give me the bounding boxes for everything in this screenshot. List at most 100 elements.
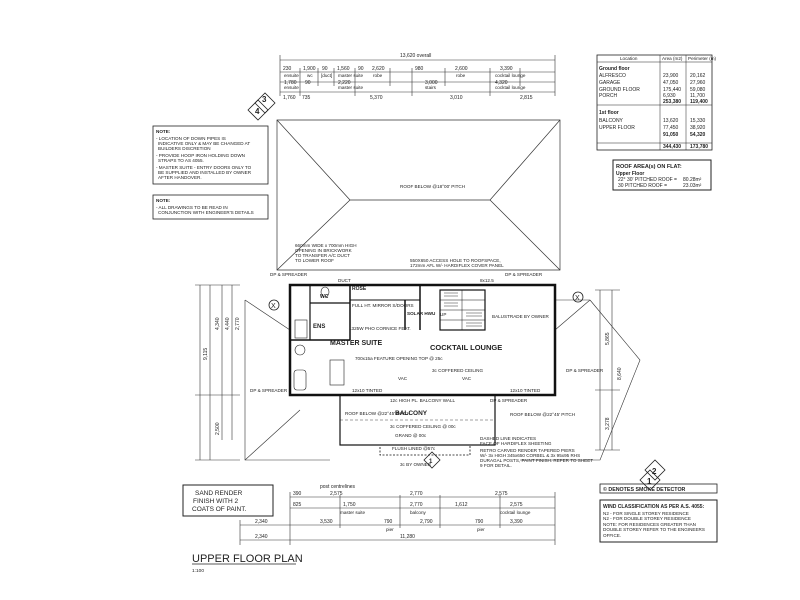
svg-text:175,440: 175,440: [663, 87, 681, 93]
svg-text:2,220: 2,220: [338, 80, 351, 86]
top-dim-row2-labels: ensuite master suite stairs cocktail lou…: [284, 85, 526, 90]
stair-treads: [444, 292, 482, 327]
svg-text:3,390: 3,390: [500, 66, 513, 72]
svg-text:2,600: 2,600: [455, 66, 468, 72]
notes-box-2: NOTE: - ALL DRAWINGS TO BE READ IN CONJU…: [152, 194, 269, 220]
svg-text:FINISH WITH 2: FINISH WITH 2: [193, 498, 239, 505]
svg-text:4,320: 4,320: [495, 80, 508, 86]
svg-text:23.03m²: 23.03m²: [683, 183, 702, 189]
svg-text:172mm AFL W/- HARDIFLEX COVER: 172mm AFL W/- HARDIFLEX COVER PANEL: [410, 263, 504, 268]
svg-text:3c BY OWNER: 3c BY OWNER: [400, 462, 432, 467]
svg-text:Perimeter (m): Perimeter (m): [688, 56, 717, 61]
svg-text:2,575: 2,575: [495, 491, 508, 497]
svg-text:1,612: 1,612: [455, 502, 468, 508]
svg-text:DP & SPREADER: DP & SPREADER: [250, 388, 288, 393]
svg-text:660mm WIDE x 700mm HIGH: 660mm WIDE x 700mm HIGH: [295, 243, 357, 248]
svg-text:- MASTER SUITE - ENTRY DOORS O: - MASTER SUITE - ENTRY DOORS ONLY TO: [156, 165, 252, 170]
notes-box-1: NOTE: - LOCATION OF DOWN PIPES IS INDICA…: [152, 125, 269, 185]
svg-text:UPPER FLOOR PLAN: UPPER FLOOR PLAN: [192, 553, 303, 565]
svg-text:23,900: 23,900: [663, 73, 679, 79]
svg-text:- LOCATION OF DOWN PIPES IS: - LOCATION OF DOWN PIPES IS: [156, 136, 226, 141]
svg-text:20,162: 20,162: [690, 73, 706, 79]
bottom-dim-row4: 2,340 11,280: [255, 534, 415, 540]
svg-text:1: 1: [647, 477, 652, 486]
svg-text:N2 - FOR SINGLE STOREY RESIDEN: N2 - FOR SINGLE STOREY RESIDENCE: [603, 511, 689, 516]
room-labels: ENS WC MASTER SUITE COCKTAIL LOUNGE BALC…: [313, 278, 550, 467]
svg-text:173,780: 173,780: [690, 144, 708, 150]
svg-text:91,050: 91,050: [663, 132, 679, 138]
svg-text:GARAGE: GARAGE: [599, 80, 621, 86]
svg-text:2,770: 2,770: [410, 502, 423, 508]
x-markers: X X: [268, 291, 584, 311]
svg-text:SOLAR HWU: SOLAR HWU: [407, 311, 436, 316]
svg-text:1: 1: [429, 459, 433, 465]
top-dim-row1-labels: ensuite wc [duct] master suite robe robe…: [284, 73, 526, 78]
svg-text:3,000: 3,000: [425, 80, 438, 86]
section-marker-bottom: 1 2 1: [423, 451, 666, 491]
svg-text:TO LOWER ROOF: TO LOWER ROOF: [295, 258, 334, 263]
svg-text:GROUND FLOOR: GROUND FLOOR: [599, 87, 640, 93]
svg-text:2,575: 2,575: [330, 491, 343, 497]
svg-text:11,280: 11,280: [400, 534, 415, 540]
svg-text:Area (m2): Area (m2): [662, 56, 683, 61]
svg-text:SAND RENDER: SAND RENDER: [195, 490, 243, 497]
svg-text:790: 790: [384, 519, 393, 525]
svg-text:4,440: 4,440: [225, 317, 231, 330]
svg-text:253,380: 253,380: [663, 99, 681, 105]
svg-text:3,278: 3,278: [605, 417, 611, 430]
svg-text:230: 230: [283, 66, 292, 72]
svg-text:90: 90: [305, 80, 311, 86]
svg-text:cocktail lounge: cocktail lounge: [495, 85, 526, 90]
svg-text:3,390: 3,390: [510, 519, 523, 525]
overall-top-dim: 13,620 overall: [400, 53, 431, 59]
svg-text:robe: robe: [373, 73, 383, 78]
svg-text:3c COFFERED CEILING: 3c COFFERED CEILING: [432, 368, 483, 373]
svg-text:Location: Location: [620, 56, 638, 61]
svg-text:FACE OF HARDIFLEX SHEETING: FACE OF HARDIFLEX SHEETING: [480, 441, 552, 446]
svg-text:2,500: 2,500: [215, 422, 221, 435]
bottom-dim-row2-labels: master suite balcony cocktail lounge: [340, 510, 531, 515]
svg-text:1,560: 1,560: [337, 66, 350, 72]
svg-text:1,760: 1,760: [283, 95, 296, 101]
roof-areas-box: ROOF AREA(s) ON FLAT: Upper Floor 22° 30…: [612, 159, 712, 191]
svg-text:W/- 3x HIGH 345x650 CORBEL & 3: W/- 3x HIGH 345x650 CORBEL & 3x 95x95 RH…: [480, 453, 580, 458]
callouts: 660mm WIDE x 700mm HIGH OPENING IN BRICK…: [250, 243, 604, 468]
svg-text:STRAPS TO AS 4055.: STRAPS TO AS 4055.: [158, 158, 204, 163]
svg-text:wc: wc: [307, 73, 313, 78]
svg-text:ROSE: ROSE: [352, 286, 367, 292]
balcony-walls: [339, 394, 496, 456]
svg-text:master suite: master suite: [338, 85, 363, 90]
svg-text:12c HIGH PL. BALCONY WALL: 12c HIGH PL. BALCONY WALL: [390, 398, 456, 403]
roof-outline-top: [276, 119, 561, 271]
svg-text:13,620: 13,620: [663, 118, 679, 124]
svg-text:119,400: 119,400: [690, 99, 708, 105]
svg-text:DP & SPREADER: DP & SPREADER: [490, 398, 528, 403]
svg-text:ENS: ENS: [313, 324, 325, 330]
svg-text:47,050: 47,050: [663, 80, 679, 86]
svg-text:DP & SPREADER: DP & SPREADER: [270, 272, 308, 277]
svg-text:90: 90: [322, 66, 328, 72]
svg-text:2,575: 2,575: [510, 502, 523, 508]
bottom-dim-row2: 825 1,750 2,770 1,612 2,575: [293, 502, 523, 508]
svg-text:700x15a FEATURE OPENING TOP @: 700x15a FEATURE OPENING TOP @ 25c: [355, 356, 443, 361]
svg-text:robe: robe: [456, 73, 466, 78]
svg-text:5,370: 5,370: [370, 95, 383, 101]
svg-text:825: 825: [293, 502, 302, 508]
svg-text:WC: WC: [320, 294, 329, 300]
svg-text:[duct]: [duct]: [321, 73, 332, 78]
svg-text:NOTE:: NOTE:: [156, 129, 171, 134]
top-dim-row2: 1,780 90 2,220 3,000 4,320: [284, 80, 508, 86]
svg-text:980: 980: [415, 66, 424, 72]
svg-text:344,430: 344,430: [663, 144, 681, 150]
svg-text:OPENING IN BRICKWORK: OPENING IN BRICKWORK: [295, 248, 353, 253]
svg-text:FLUSH LINED @57c: FLUSH LINED @57c: [392, 446, 436, 451]
svg-text:cocktail lounge: cocktail lounge: [500, 510, 531, 515]
svg-text:8,640: 8,640: [617, 367, 623, 380]
svg-text:2,770: 2,770: [235, 317, 241, 330]
svg-text:VAC: VAC: [398, 376, 408, 381]
svg-text:pier: pier: [386, 527, 394, 532]
svg-text:RETRO CARVED RENDER TAPERED PI: RETRO CARVED RENDER TAPERED PIERS: [480, 448, 575, 453]
svg-text:OFFICE.: OFFICE.: [603, 533, 621, 538]
left-dim-labels: 9,115 4,340 4,440 2,770 2,500: [203, 317, 241, 435]
svg-text:22° 30' PITCHED ROOF =: 22° 30' PITCHED ROOF =: [618, 177, 677, 183]
